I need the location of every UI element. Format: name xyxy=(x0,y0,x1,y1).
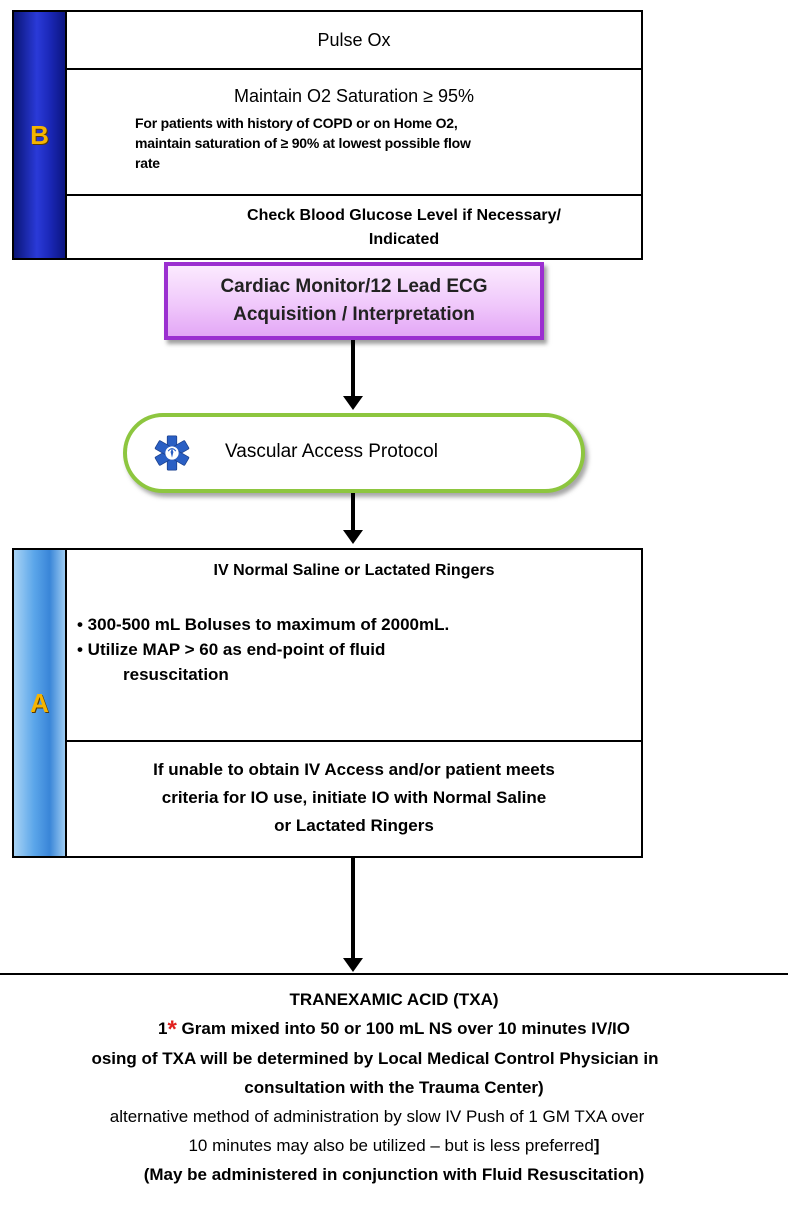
cardiac-line-1: Cardiac Monitor/12 Lead ECG xyxy=(220,276,488,297)
section-a-bar: A xyxy=(12,548,67,858)
copd-note: For patients with history of COPD or on … xyxy=(135,113,623,173)
txa-conjunction-note: (May be administered in conjunction with… xyxy=(143,1165,645,1184)
glucose-text: Check Blood Glucose Level if Necessary/ … xyxy=(197,204,611,252)
txa-block: TRANEXAMIC ACID (TXA) 1* Gram mixed into… xyxy=(0,985,788,1189)
arrow-3-shaft xyxy=(351,858,355,960)
txa-title: TRANEXAMIC ACID (TXA) xyxy=(289,990,499,1009)
txa-dosing-line-2: consultation with the Trauma Center) xyxy=(244,1078,544,1097)
txa-dose: 1* Gram mixed into 50 or 100 mL NS over … xyxy=(0,1014,788,1044)
io-access-text: If unable to obtain IV Access and/or pat… xyxy=(67,756,641,840)
bullet-map-continued: resuscitation xyxy=(123,665,229,684)
vascular-access-protocol-link[interactable]: Vascular Access Protocol xyxy=(123,413,585,493)
section-a-letter: A xyxy=(30,687,49,718)
txa-alternative-bracket: ] xyxy=(593,1136,600,1155)
cardiac-monitor-box: Cardiac Monitor/12 Lead ECG Acquisition … xyxy=(164,262,544,340)
iv-fluids-row: IV Normal Saline or Lactated Ringers • 3… xyxy=(67,550,641,742)
arrow-2-shaft xyxy=(351,493,355,531)
glucose-row: Check Blood Glucose Level if Necessary/ … xyxy=(67,196,641,258)
glucose-line-1: Check Blood Glucose Level if Necessary/ xyxy=(247,207,561,224)
cardiac-line-2: Acquisition / Interpretation xyxy=(233,304,475,325)
txa-alternative-text: 10 minutes may also be utilized – but is… xyxy=(188,1136,594,1155)
arrow-3-head xyxy=(343,958,363,972)
iv-bullets: • 300-500 mL Boluses to maximum of 2000m… xyxy=(77,612,631,687)
io-line-1: If unable to obtain IV Access and/or pat… xyxy=(153,760,555,779)
glucose-line-2: Indicated xyxy=(368,231,440,248)
o2-main-text: Maintain O2 Saturation ≥ 95% xyxy=(233,86,474,106)
txa-alternative-line-1: alternative method of administration by … xyxy=(109,1107,645,1126)
copd-note-line-3: rate xyxy=(135,155,160,171)
arrow-2-head xyxy=(343,530,363,544)
iv-title: IV Normal Saline or Lactated Ringers xyxy=(213,562,495,579)
section-b-box: Pulse Ox Maintain O2 Saturation ≥ 95% Fo… xyxy=(65,10,643,260)
red-asterisk: * xyxy=(167,1016,177,1043)
section-b-bar: B xyxy=(12,10,67,260)
section-b-letter: B xyxy=(30,119,49,150)
bullet-bolus: • 300-500 mL Boluses to maximum of 2000m… xyxy=(77,615,450,634)
txa-top-border xyxy=(0,973,788,975)
bullet-map: • Utilize MAP > 60 as end-point of fluid xyxy=(77,640,386,659)
pulse-ox-row: Pulse Ox xyxy=(67,12,641,70)
o2-saturation-row: Maintain O2 Saturation ≥ 95% For patient… xyxy=(67,70,641,196)
section-a-box: IV Normal Saline or Lactated Ringers • 3… xyxy=(65,548,643,858)
txa-dose-number: 1 xyxy=(158,1019,168,1038)
arrow-1-head xyxy=(343,396,363,410)
arrow-1-shaft xyxy=(351,340,355,398)
pulse-ox-label: Pulse Ox xyxy=(317,30,391,50)
vascular-access-label: Vascular Access Protocol xyxy=(225,441,438,462)
txa-dose-text: Gram mixed into 50 or 100 mL NS over 10 … xyxy=(176,1019,630,1038)
txa-dosing-line-1: osing of TXA will be determined by Local… xyxy=(91,1049,659,1068)
copd-note-line-2: maintain saturation of ≥ 90% at lowest p… xyxy=(135,135,471,151)
star-of-life-icon xyxy=(154,435,190,471)
io-line-3: or Lactated Ringers xyxy=(274,816,434,835)
txa-alternative-line-2: 10 minutes may also be utilized – but is… xyxy=(0,1131,788,1160)
copd-note-line-1: For patients with history of COPD or on … xyxy=(135,115,458,131)
io-line-2: criteria for IO use, initiate IO with No… xyxy=(161,788,547,807)
